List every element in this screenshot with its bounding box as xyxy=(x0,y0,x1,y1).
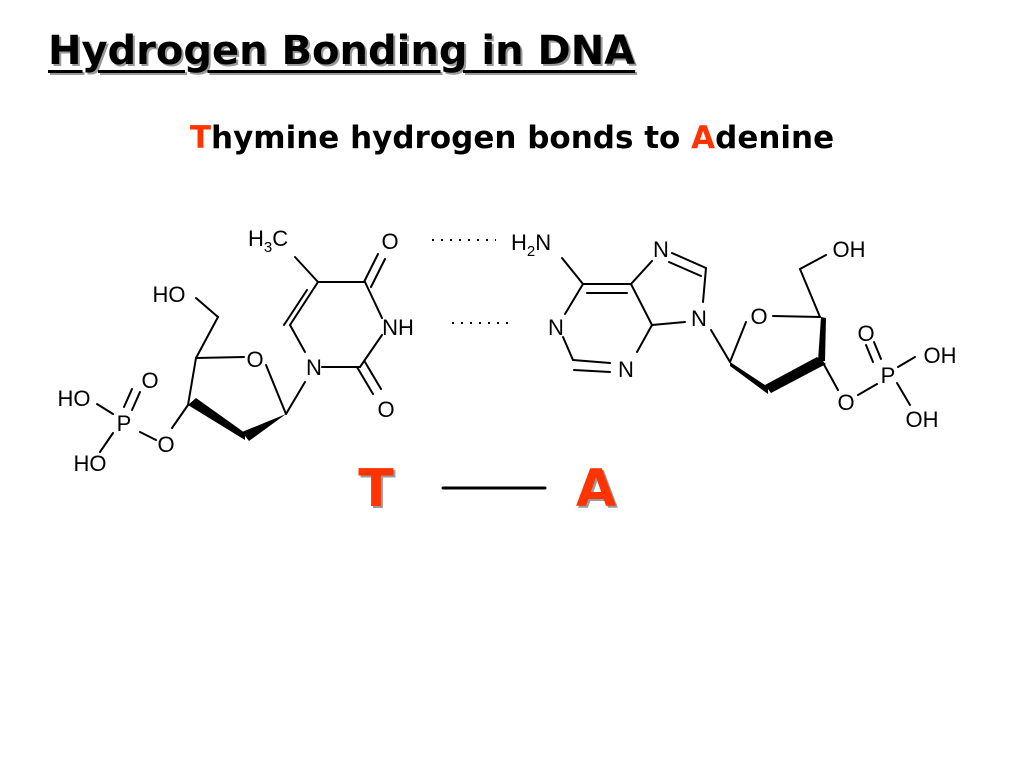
thymine-phosphate-o-double-label: O xyxy=(141,368,158,393)
adenine-sugar-oh-label: OH xyxy=(833,237,866,262)
thymine-sugar-ho-label: HO xyxy=(153,282,186,307)
adenine-ring-o-label: O xyxy=(750,304,767,329)
thymine-methyl-label: H3C xyxy=(248,226,288,256)
thymine-phosphate-ho-bottom-label: HO xyxy=(74,451,107,476)
thymine-ring-bonds xyxy=(283,253,386,415)
adenine-n7-label: N xyxy=(653,237,669,262)
slide-subtitle: Thymine hydrogen bonds to Adenine xyxy=(0,120,1024,156)
slide-title: Hydrogen Bonding in DNA xyxy=(48,28,636,74)
adenine-phosphate-o-double-label: O xyxy=(857,321,874,346)
adenine-n3-label: N xyxy=(618,357,634,382)
wedge-bonds xyxy=(188,317,826,441)
thymine-ring-o-label: O xyxy=(246,347,263,372)
pair-left-letter: T xyxy=(358,459,394,519)
thymine-phosphate-p-label: P xyxy=(117,411,132,436)
thymine-o-top-label: O xyxy=(381,229,398,254)
thymine-o-bottom-label: O xyxy=(377,397,394,422)
adenine-n1-label: N xyxy=(548,315,564,340)
subtitle-a-rest: denine xyxy=(715,120,835,156)
subtitle-t-letter: T xyxy=(189,120,211,156)
adenine-phosphate-oh-bottom-label: OH xyxy=(906,407,939,432)
thymine-phosphate-o-link-label: O xyxy=(157,432,174,457)
subtitle-t-rest: hymine hydrogen bonds to xyxy=(211,120,692,156)
adenine-sugar-bonds xyxy=(729,254,916,406)
thymine-sugar-bonds xyxy=(96,297,287,453)
adenine-n9-label: N xyxy=(691,306,707,331)
adenine-phosphate-p-label: P xyxy=(881,363,896,388)
adenine-ring-bonds xyxy=(561,252,731,373)
pair-right-letter: A xyxy=(576,459,616,519)
adenine-amine-label: H2N xyxy=(511,230,551,260)
adenine-phosphate-o-link-label: O xyxy=(837,390,854,415)
thymine-nh-label: NH xyxy=(382,315,414,340)
thymine-phosphate-ho-top-label: HO xyxy=(58,386,91,411)
thymine-n1-label: N xyxy=(306,355,322,380)
subtitle-a-letter: A xyxy=(691,120,716,156)
adenine-phosphate-oh-top-label: OH xyxy=(924,343,957,368)
